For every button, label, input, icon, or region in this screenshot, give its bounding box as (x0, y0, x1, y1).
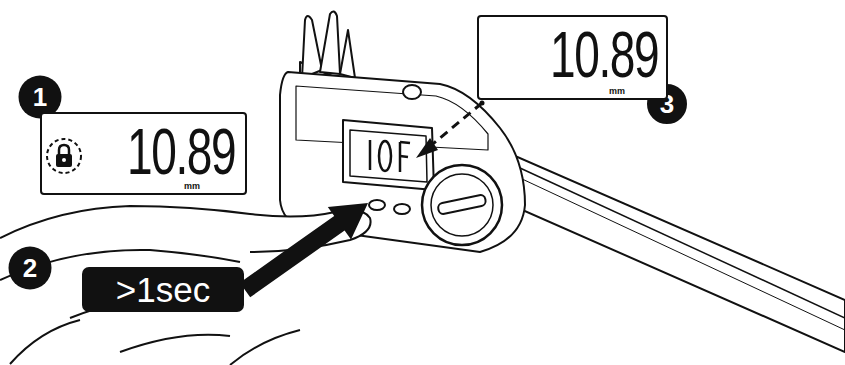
caliper-jaw (302, 16, 322, 78)
hand-finger (120, 335, 230, 352)
press-arrow (240, 203, 368, 297)
battery-dial (422, 165, 502, 245)
leader-line (428, 103, 482, 148)
callout-label: 1 (18, 84, 62, 110)
caliper-button (369, 200, 385, 210)
display-screen (350, 130, 427, 182)
duration-tag: >1sec (82, 267, 244, 312)
duration-text: >1sec (82, 272, 244, 307)
caliper-button (394, 204, 410, 214)
unit-label: mm (609, 87, 625, 96)
lcd-display-box: 10.89mm (477, 15, 668, 100)
beam-edge (520, 168, 845, 318)
display-reading: 10.89 (550, 23, 658, 87)
callout-label: 2 (8, 255, 52, 281)
caliper-jaw (320, 11, 340, 74)
hand-finger (230, 330, 300, 365)
leader-arrowhead (416, 138, 438, 158)
hand-finger (10, 320, 80, 364)
unit-label: mm (184, 182, 200, 191)
thumb-knob (403, 85, 421, 99)
leader-dot (480, 101, 485, 106)
lcd-display-box: 10.89mm (40, 112, 247, 195)
dial-slot (437, 194, 486, 215)
beam-edge (520, 178, 845, 330)
lock-icon (44, 136, 84, 176)
battery-dial-inner (431, 174, 493, 236)
callout-number: 2 (8, 246, 52, 290)
display-reading: 10.89 (127, 120, 235, 184)
caliper-jaw (340, 30, 355, 78)
